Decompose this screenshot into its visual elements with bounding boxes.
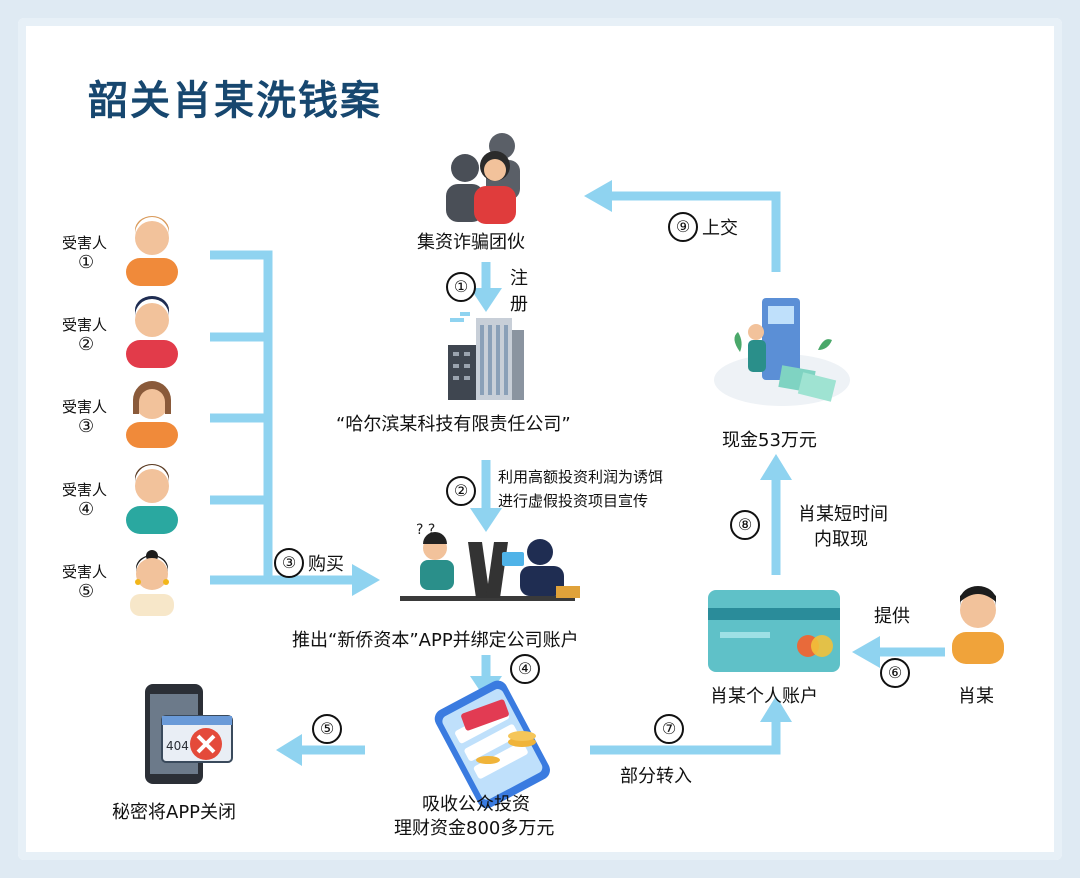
step-7-number: ⑦ <box>654 714 684 744</box>
step-9-label: 上交 <box>702 218 738 239</box>
closed-app-phone-icon: 404 <box>145 684 233 784</box>
bank-card-icon <box>708 590 840 672</box>
victim-label-4: 受害人 <box>62 481 108 499</box>
step-9-number: ⑨ <box>668 212 698 242</box>
victim-label-5: 受害人 <box>62 563 108 581</box>
step-3-label: 购买 <box>308 554 344 575</box>
victim-number-3: ③ <box>78 416 95 437</box>
cash-label: 现金53万元 <box>722 430 817 451</box>
page-title: 韶关肖某洗钱案 <box>88 78 382 124</box>
step-6-number: ⑥ <box>880 658 910 688</box>
victim-number-2: ② <box>78 334 95 355</box>
investment-phone-icon <box>434 680 550 809</box>
step-8-line1: 肖某短时间 <box>798 504 888 525</box>
victim-bracket <box>210 250 273 580</box>
step-4-number: ④ <box>510 654 540 684</box>
arrow-7 <box>590 720 781 755</box>
step-8-number: ⑧ <box>730 510 760 540</box>
victim-number-1: ① <box>78 252 95 273</box>
gang-people-icon <box>446 133 520 224</box>
absorb-label-line2: 理财资金800多万元 <box>394 818 555 839</box>
victim-label-1: 受害人 <box>62 234 108 252</box>
step-6-label: 提供 <box>874 606 910 627</box>
personal-account-label: 肖某个人账户 <box>710 686 818 707</box>
victim-number-4: ④ <box>78 499 95 520</box>
victim-avatar-2-icon <box>126 296 178 368</box>
scam-scene-icon: ? ? <box>400 522 580 601</box>
svg-text:? ?: ? ? <box>416 522 435 538</box>
victim-avatar-1-icon <box>126 216 178 286</box>
step-5-number: ⑤ <box>312 714 342 744</box>
absorb-label-line1: 吸收公众投资 <box>422 794 530 815</box>
step-1-label-b: 册 <box>510 294 528 315</box>
step-1-label-a: 注 <box>510 268 528 289</box>
step-7-label: 部分转入 <box>620 766 692 787</box>
close-app-label: 秘密将APP关闭 <box>112 802 237 823</box>
step-2-line1: 利用高额投资利润为诱饵 <box>498 468 664 486</box>
victim-avatar-3-icon <box>126 381 178 448</box>
step-2-line2: 进行虚假投资项目宣传 <box>498 492 649 510</box>
svg-text:404: 404 <box>166 739 189 753</box>
person-xiao-label: 肖某 <box>958 686 994 707</box>
victim-label-2: 受害人 <box>62 316 108 334</box>
atm-cash-icon <box>714 298 850 406</box>
arrow-9 <box>612 191 781 272</box>
step-1-number: ① <box>446 272 476 302</box>
gang-label: 集资诈骗团伙 <box>417 232 525 253</box>
person-xiao-icon <box>952 586 1004 664</box>
victim-avatar-4-icon <box>126 464 178 534</box>
company-building-icon <box>448 312 524 400</box>
app-launch-label: 推出“新侨资本”APP并绑定公司账户 <box>292 630 579 651</box>
victim-label-3: 受害人 <box>62 398 108 416</box>
step-3-number: ③ <box>274 548 304 578</box>
victim-number-5: ⑤ <box>78 581 95 602</box>
step-2-number: ② <box>446 476 476 506</box>
victim-avatar-5-icon <box>130 550 174 616</box>
company-label: “哈尔滨某科技有限责任公司” <box>336 414 571 435</box>
step-8-line2: 内取现 <box>814 529 868 550</box>
